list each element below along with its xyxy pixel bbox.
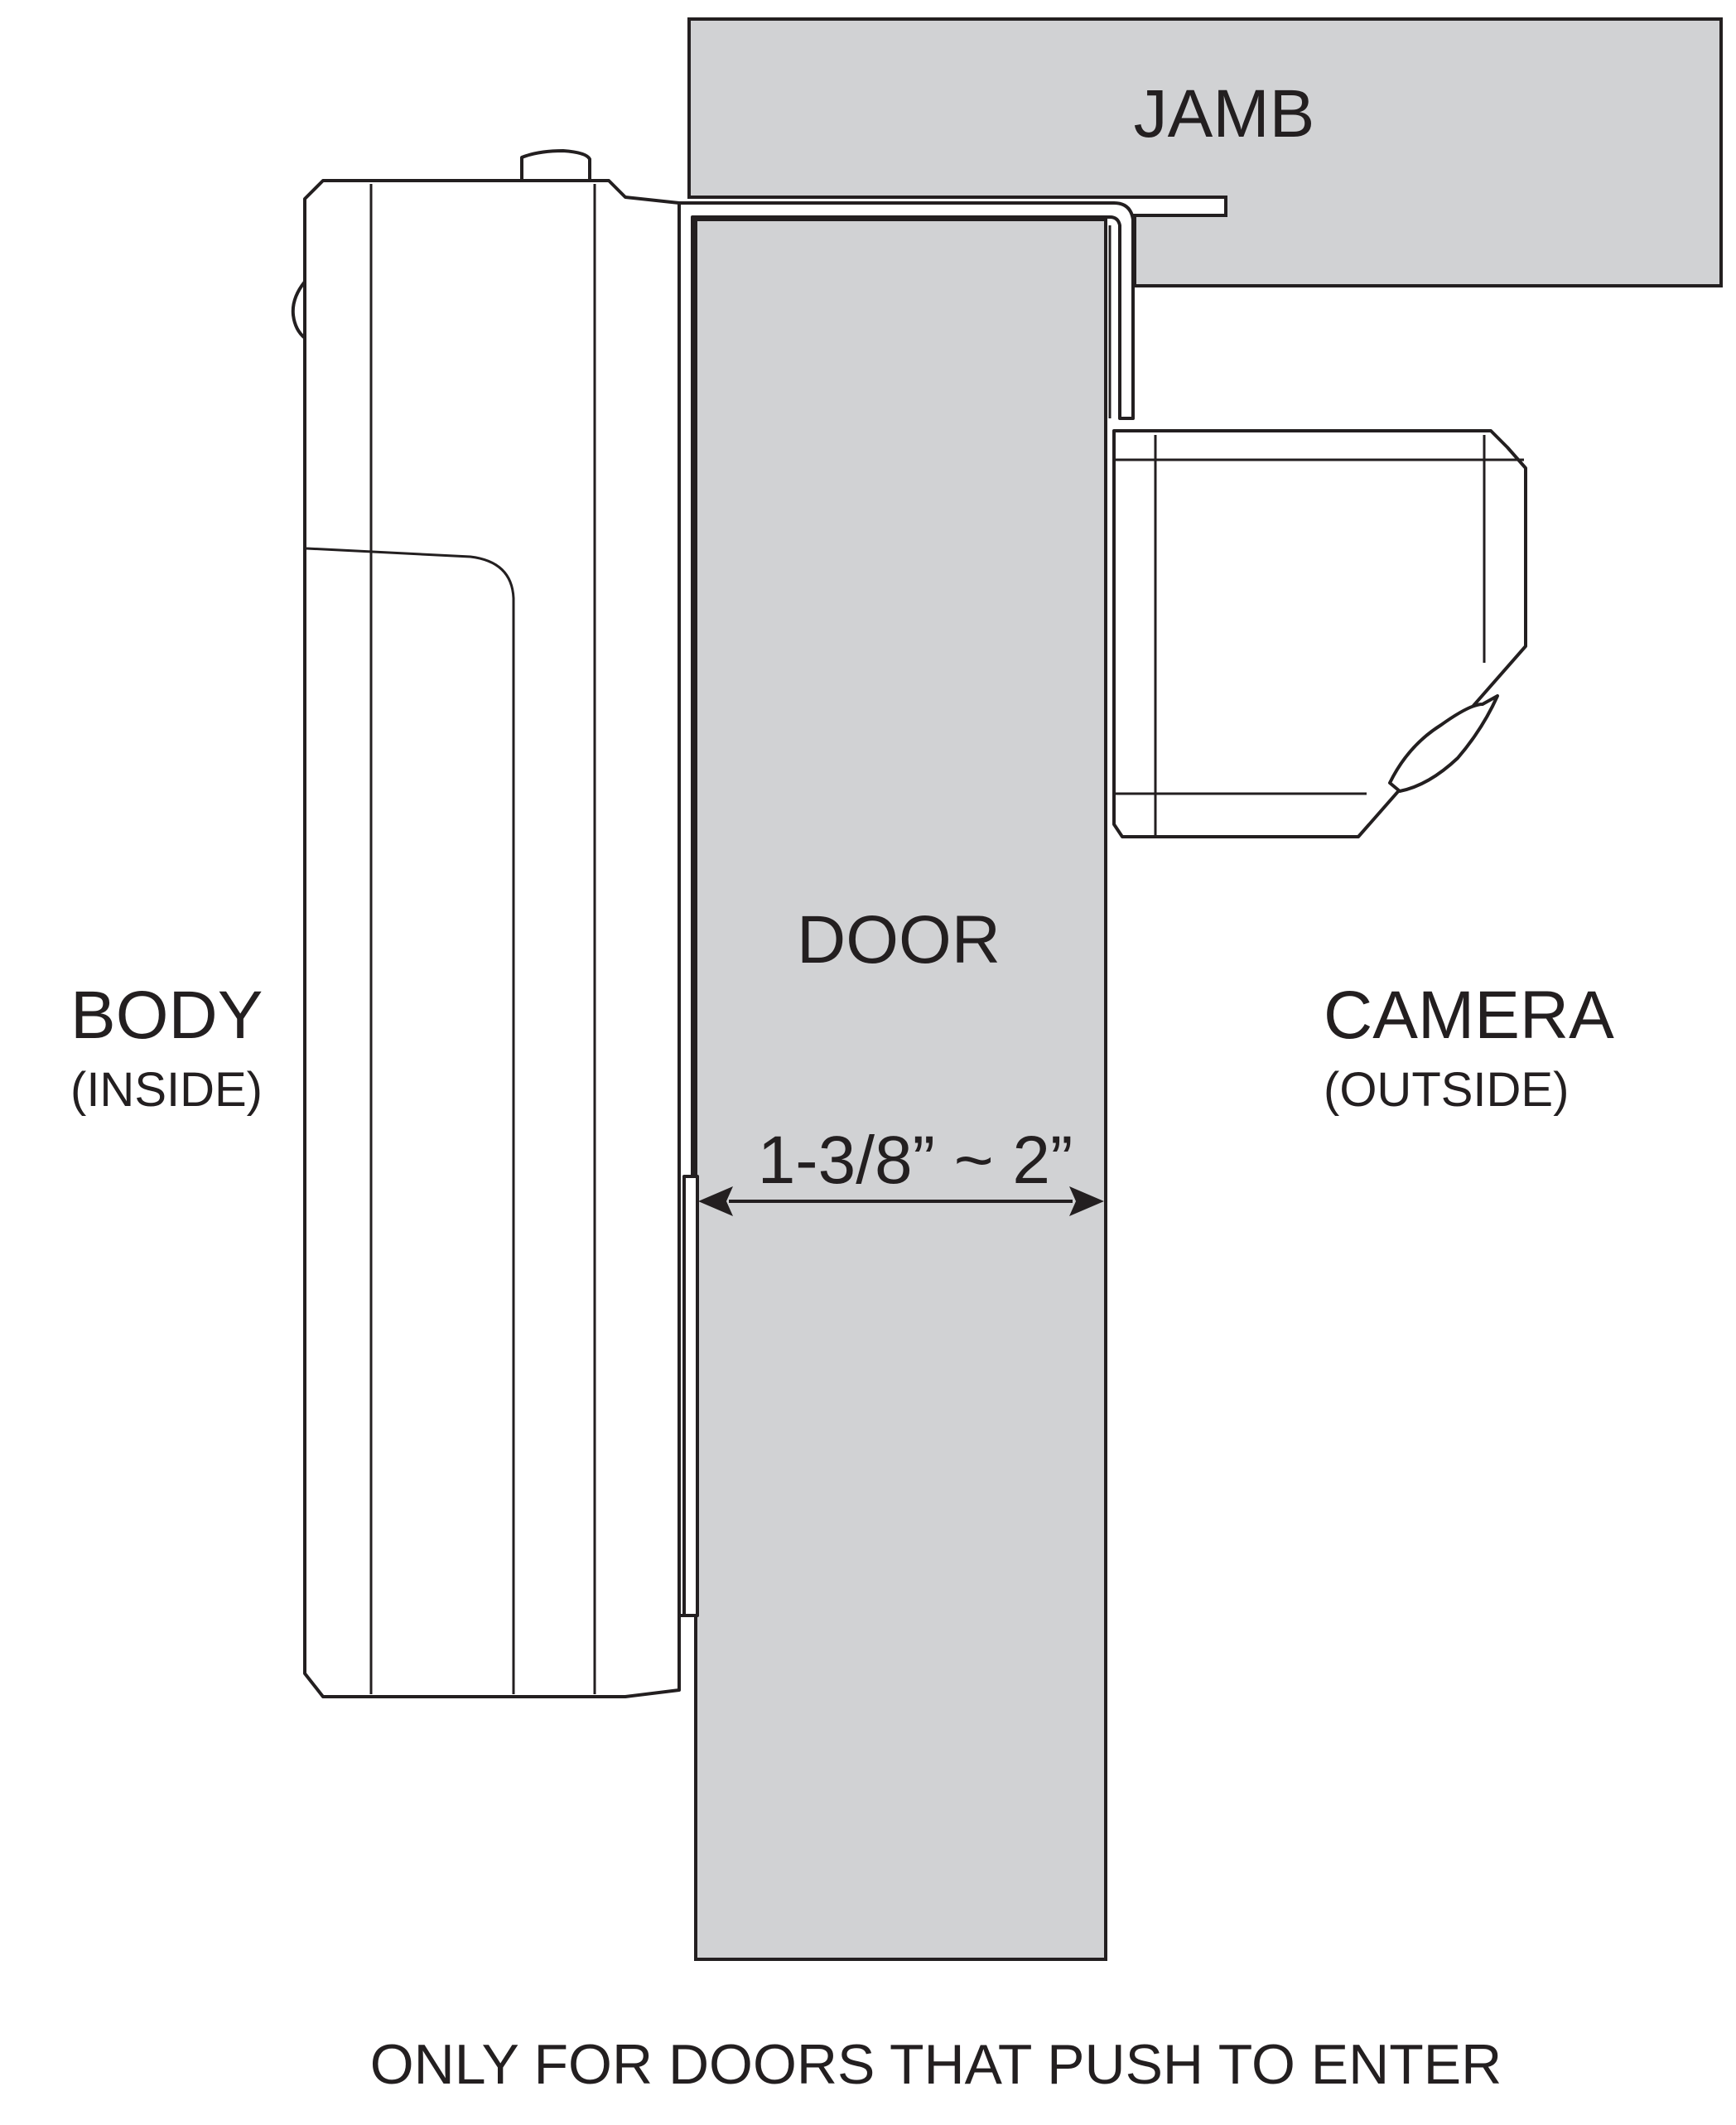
body-cover-seam (306, 547, 515, 1694)
jamb-label: JAMB (1134, 76, 1315, 152)
body-side-knob (291, 280, 306, 340)
camera-housing (1112, 429, 1527, 838)
door-slab (694, 218, 1107, 1961)
camera-unit-outside (1112, 429, 1527, 838)
body-label: BODY (70, 978, 263, 1053)
body-sub-label: (INSIDE) (70, 1063, 263, 1117)
jamb-block (687, 17, 1723, 287)
thickness-label: 1-3/8” ~ 2” (758, 1123, 1073, 1198)
camera-label: CAMERA (1324, 978, 1614, 1053)
side-labels: BODY (INSIDE) CAMERA (OUTSIDE) (70, 978, 1614, 1117)
lock-body-inside (291, 149, 681, 1698)
camera-lens-icon (1388, 694, 1499, 793)
dimension-arrow-right-icon (1069, 1186, 1104, 1216)
body-housing (303, 179, 681, 1698)
door: DOOR (694, 218, 1107, 1961)
mounting-bracket (678, 201, 1135, 1617)
dimension-arrow-left-icon (698, 1186, 733, 1216)
door-label: DOOR (797, 902, 1001, 978)
bracket-lower-tab (682, 1175, 699, 1617)
body-top-button (520, 149, 591, 182)
jamb: JAMB (687, 17, 1723, 287)
camera-sub-label: (OUTSIDE) (1324, 1063, 1569, 1117)
door-thickness-dimension: 1-3/8” ~ 2” (698, 1123, 1104, 1216)
footer-note: ONLY FOR DOORS THAT PUSH TO ENTER (370, 2033, 1502, 2096)
bracket-plate (678, 201, 1135, 1617)
